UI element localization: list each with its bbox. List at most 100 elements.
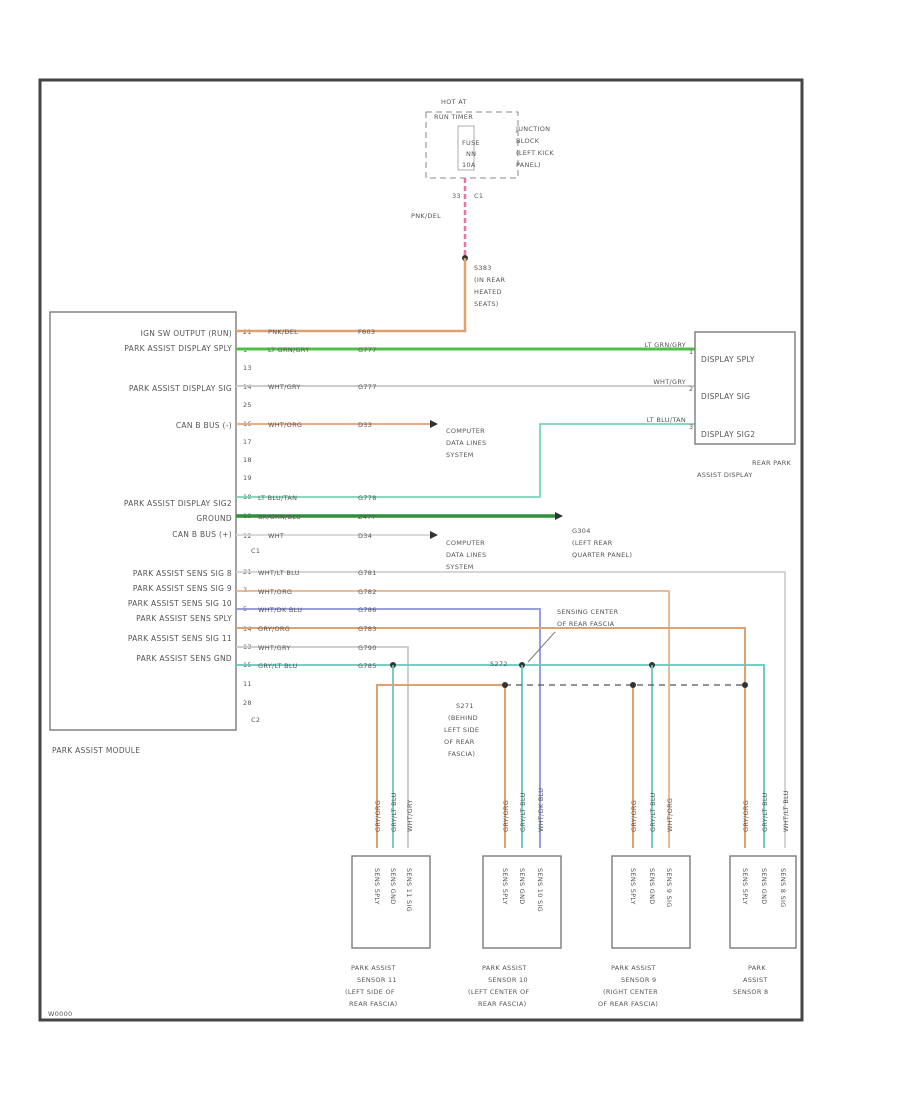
wl-s8-circuit: G781 (358, 569, 377, 577)
ground-ref-line-2: (LEFT REAR (572, 539, 613, 547)
pin-tail-1: 28 (243, 699, 252, 707)
wire-labels: PNK/DEL F603 LT GRN/GRY G777 WHT/GRY G77… (258, 328, 377, 670)
jb-label-2: BLOCK (516, 137, 540, 145)
wl-sply-circuit: G777 (358, 346, 377, 354)
wl-s10-color: WHT/DK BLU (258, 606, 302, 614)
wl-canp-circuit: D34 (358, 532, 372, 540)
conn-c2-end: C2 (251, 716, 260, 724)
sensor-8-pin-3: SENS 8 SIG (779, 868, 787, 908)
sensor-10-name-3: (LEFT CENTER OF (468, 988, 529, 996)
wl-s9-color: WHT/ORG (258, 588, 292, 596)
wire-sens-sig-11 (236, 646, 409, 848)
fuse-hot-at-2: RUN TIMER (434, 113, 473, 121)
splice-left-line-2: (BEHIND (448, 714, 478, 722)
fuse-pin-a: 33 (452, 192, 461, 200)
func-display-sig: PARK ASSIST DISPLAY SIG (129, 384, 232, 393)
pin-row-6: 17 (243, 438, 252, 446)
sensing-center-leader (527, 631, 556, 663)
splice-left-line-5: FASCIA) (448, 750, 475, 758)
sensor-8: GRY/ORG GRY/LT BLU WHT/LT BLU SENS SPLY … (729, 790, 797, 996)
sensor-9-wire-2: GRY/LT BLU (649, 792, 657, 832)
sensor-11-pin-3: SENS 11 SIG (405, 868, 413, 912)
sensor-9-box (611, 855, 691, 949)
display-wire-2: LT BLU/TAN (647, 416, 686, 424)
sensing-center-line-1: SENSING CENTER (557, 608, 619, 616)
func-sens-sig-8: PARK ASSIST SENS SIG 8 (133, 569, 232, 578)
wire-sens-sig-8 (236, 571, 786, 848)
wl-gnd-circuit: Z477 (358, 513, 376, 521)
func-sens-gnd: PARK ASSIST SENS GND (136, 654, 232, 663)
display-row-2: DISPLAY SIG2 (701, 430, 755, 439)
wl-s8-color: WHT/LT BLU (258, 569, 300, 577)
sensor-8-pin-2: SENS GND (760, 868, 768, 905)
rear-park-assist-display-box (694, 331, 796, 445)
wl-canm-circuit: D33 (358, 421, 372, 429)
display-name-2: ASSIST DISPLAY (697, 471, 753, 479)
sensor-11-name-3: (LEFT SIDE OF (345, 988, 395, 996)
fuse-hot-at-1: HOT AT (441, 98, 467, 106)
computer-ref-2: COMPUTER DATA LINES SYSTEM (446, 539, 486, 571)
sensor-8-name-2: ASSIST (743, 976, 768, 984)
func-sens-sig-10: PARK ASSIST SENS SIG 10 (128, 599, 232, 608)
splice-top-line-4: SEATS) (474, 300, 499, 308)
wl-s11-color: WHT/GRY (258, 644, 291, 652)
sensor-11-name-4: REAR FASCIA) (349, 1000, 397, 1008)
sensor-10-wire-3: WHT/DK BLU (537, 788, 545, 832)
sensor-8-name-1: PARK (748, 964, 766, 972)
sensor-9-pin-3: SENS 9 SIG (665, 868, 673, 908)
display-pin-2: 3 (689, 423, 693, 431)
fuse-line-1: FUSE (462, 139, 480, 147)
wire-sens-sply (236, 627, 746, 848)
jb-label-3: (LEFT KICK (516, 149, 554, 157)
computer-ref-1: COMPUTER DATA LINES SYSTEM (446, 427, 486, 459)
comp-ref-2-line-1: COMPUTER (446, 539, 485, 547)
display-pins: DISPLAY SPLY DISPLAY SIG DISPLAY SIG2 LT… (645, 341, 755, 439)
comp-ref-1-line-2: DATA LINES (446, 439, 486, 447)
wl-canm-color: WHT/ORG (268, 421, 302, 429)
wl-sig-circuit: G777 (358, 383, 377, 391)
sensor-10-name-4: REAR FASCIA) (478, 1000, 526, 1008)
fuse-line-2: NN (466, 150, 476, 158)
sensor-10-name-2: SENSOR 10 (488, 976, 528, 984)
splice-sply-node-2 (630, 682, 636, 688)
sensor-8-pin-1: SENS SPLY (741, 868, 749, 905)
sensor-10-pin-1: SENS SPLY (501, 868, 509, 905)
sensor-11-wire-2: GRY/LT BLU (390, 792, 398, 832)
wl-sig-color: WHT/GRY (268, 383, 301, 391)
pin-row-3: 14 (243, 383, 252, 391)
module-functions: IGN SW OUTPUT (RUN) PARK ASSIST DISPLAY … (124, 329, 232, 663)
pin-row-7: 18 (243, 456, 252, 464)
sensing-center-line-2: OF REAR FASCIA (557, 620, 615, 628)
sensor-9-name-3: (RIGHT CENTER (603, 988, 658, 996)
comp-ref-2-line-3: SYSTEM (446, 563, 474, 571)
can-b-minus-arrow (430, 420, 438, 428)
sensor-11-wire-1: GRY/ORG (374, 800, 382, 832)
splice-left-label: S271 (BEHIND LEFT SIDE OF REAR FASCIA) (444, 702, 479, 758)
wl-sply-color: LT GRN/GRY (268, 346, 309, 354)
sensor-9-name-2: SENSOR 9 (621, 976, 656, 984)
ground-ref: G304 (LEFT REAR QUARTER PANEL) (572, 527, 632, 559)
func-sens-sig-9: PARK ASSIST SENS SIG 9 (133, 584, 232, 593)
splice-top-label: S383 (IN REAR HEATED SEATS) (474, 264, 505, 308)
wl-gnd2-color: GRY/LT BLU (258, 662, 298, 670)
footer-code: W0000 (48, 1010, 72, 1018)
sensor-9-pin-1: SENS SPLY (629, 868, 637, 905)
fuse-symbol (457, 125, 475, 171)
fuse-pin-b: C1 (474, 192, 483, 200)
jb-label-1: JUNCTION (515, 125, 550, 133)
splice-top-line-1: S383 (474, 264, 492, 272)
pin-row-2: 13 (243, 364, 252, 372)
wl-sply2-color: GRY/ORG (258, 625, 290, 633)
func-sens-sply: PARK ASSIST SENS SPLY (136, 614, 232, 623)
sensor-9-name-4: OF REAR FASCIA) (598, 1000, 658, 1008)
wire-sens-sig-10 (236, 608, 541, 848)
display-wire-1: WHT/GRY (653, 378, 686, 386)
sensor-11: GRY/ORG GRY/LT BLU WHT/GRY SENS SPLY SEN… (345, 792, 431, 1008)
sensor-8-wire-1: GRY/ORG (742, 800, 750, 832)
func-can-b-plus: CAN B BUS (+) (172, 530, 232, 539)
park-assist-module-box (49, 311, 237, 731)
func-ign-run: IGN SW OUTPUT (RUN) (141, 329, 232, 338)
splice-top-line-3: HEATED (474, 288, 502, 296)
display-pin-0: 1 (689, 348, 693, 356)
